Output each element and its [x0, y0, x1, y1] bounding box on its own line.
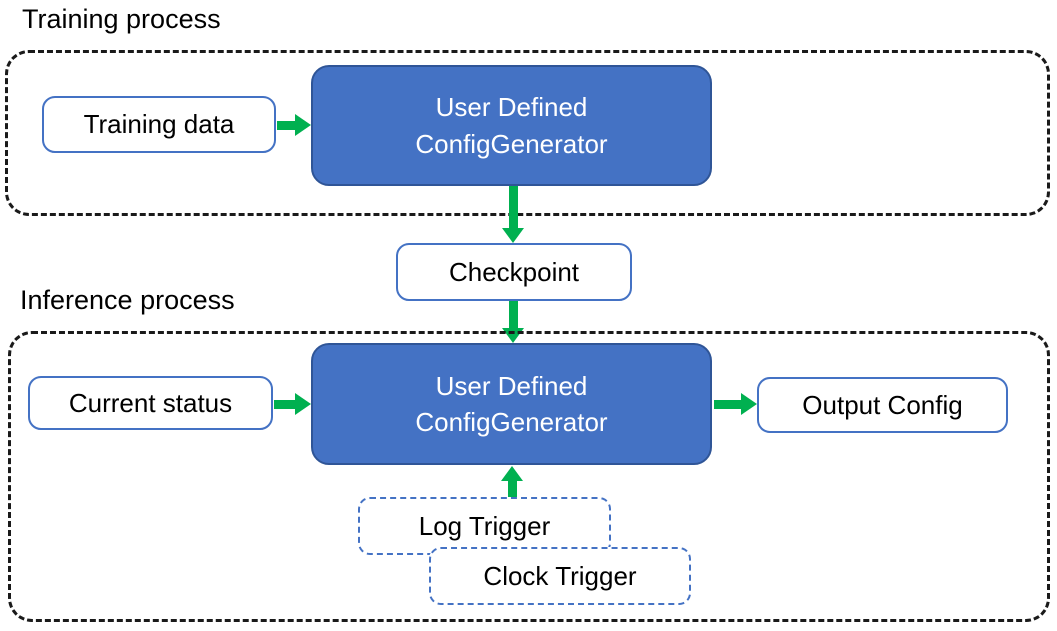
- training-config-generator-node: User Defined ConfigGenerator: [311, 65, 712, 186]
- arrow-head-up-icon: [501, 466, 523, 481]
- arrow-stem: [508, 301, 518, 328]
- current-status-label: Current status: [68, 387, 233, 418]
- arrow-stem: [714, 399, 741, 409]
- training-data-node: Training data: [42, 96, 276, 153]
- training-data-label: Training data: [83, 109, 235, 139]
- checkpoint-node: Checkpoint: [396, 243, 632, 301]
- inference-process-container: [8, 331, 1050, 622]
- clock-trigger-node: Clock Trigger: [429, 547, 691, 605]
- arrow-stem: [277, 120, 295, 130]
- training-process-label: Training process: [22, 4, 221, 34]
- arrow-stem: [274, 399, 295, 409]
- training-config-generator-line1: User Defined: [435, 92, 588, 123]
- arrow-head-right-icon: [741, 393, 757, 415]
- arrow-stem: [508, 186, 518, 228]
- triggers-to-generator-arrow: [501, 466, 523, 497]
- current-status-node: Current status: [28, 376, 273, 430]
- generator-to-checkpoint-arrow: [502, 186, 524, 243]
- inference-config-generator-line2: ConfigGenerator: [415, 407, 608, 437]
- arrow-head-down-icon: [502, 228, 524, 243]
- training-config-generator-line2: ConfigGenerator: [415, 128, 608, 159]
- clock-trigger-label: Clock Trigger: [483, 560, 637, 591]
- training-data-to-generator-arrow: [277, 114, 311, 136]
- inference-process-label: Inference process: [20, 285, 235, 315]
- training-process-container: [5, 50, 1050, 216]
- arrow-head-right-icon: [295, 114, 311, 136]
- output-config-label: Output Config: [802, 389, 963, 420]
- current-status-to-generator-arrow: [274, 393, 311, 415]
- arrow-head-right-icon: [295, 393, 311, 415]
- log-trigger-label: Log Trigger: [418, 510, 551, 541]
- inference-config-generator-node: User Defined ConfigGenerator: [311, 343, 712, 465]
- generator-to-output-config-arrow: [714, 393, 757, 415]
- arrow-stem: [507, 481, 517, 497]
- inference-config-generator-line1: User Defined: [435, 370, 588, 401]
- output-config-node: Output Config: [757, 377, 1008, 433]
- checkpoint-label: Checkpoint: [448, 256, 580, 287]
